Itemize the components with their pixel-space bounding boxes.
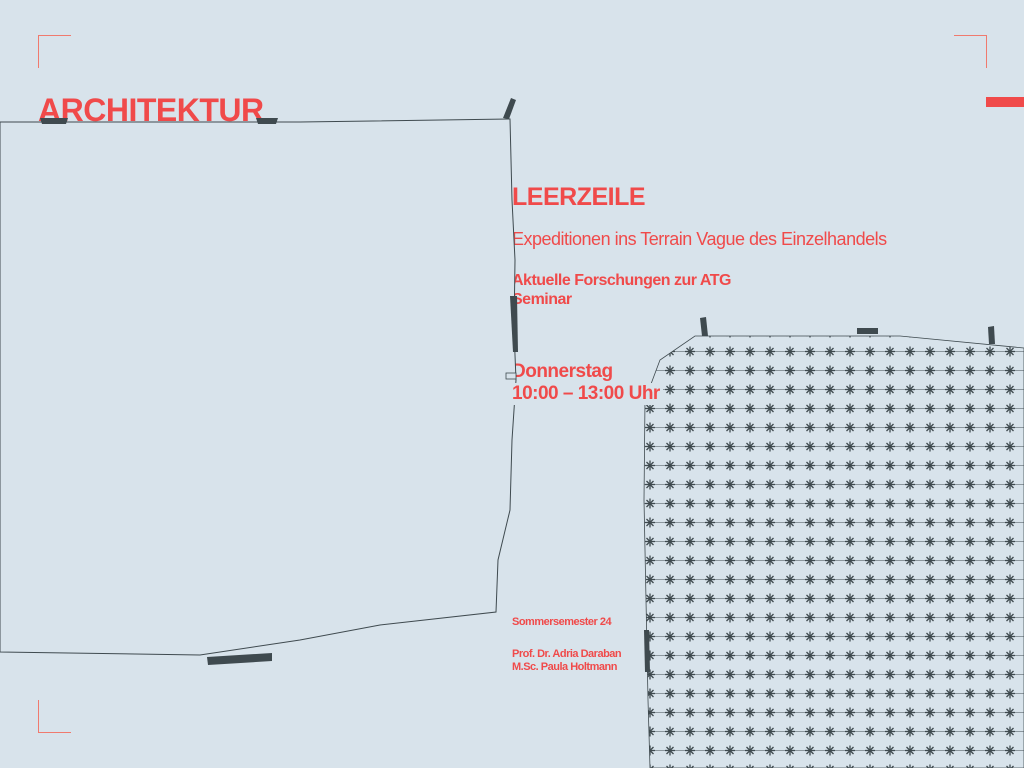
event-line2: Seminar [512,291,572,308]
event-day: Donnerstag [512,361,613,382]
event-title: LEERZEILE [512,183,646,211]
semester: Sommersemester 24 [512,616,612,628]
event-time: 10:00 – 13:00 Uhr [512,383,663,405]
patterned-sheet-right [643,317,1024,768]
lecturer-1: Prof. Dr. Adria Daraban [512,648,622,660]
lecturer-2: M.Sc. Paula Holtmann [512,661,617,673]
corner-mark-top-left [38,35,71,68]
accent-bar [986,97,1024,107]
corner-mark-bottom-left [38,700,71,733]
event-line1: Aktuelle Forschungen zur ATG [512,272,731,289]
event-subtitle: Expeditionen ins Terrain Vague des Einze… [512,229,887,249]
corner-mark-top-right [954,35,987,68]
paper-sheet-left [0,98,518,665]
